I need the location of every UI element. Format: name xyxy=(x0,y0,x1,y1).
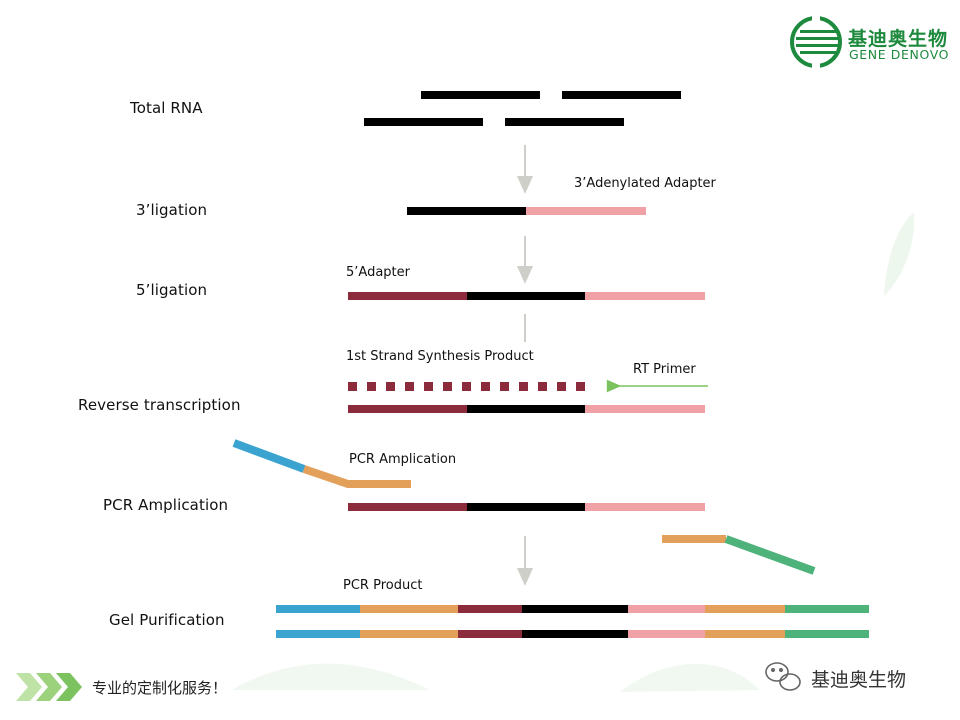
rna-segment xyxy=(467,503,585,511)
first-strand-dashed-product xyxy=(348,382,585,391)
footer-slogan: 专业的定制化服务！ xyxy=(92,679,228,697)
rna-fragment xyxy=(421,91,540,99)
pcr-forward-primer-orange xyxy=(302,465,411,488)
step-label-total-rna: Total RNA xyxy=(130,99,203,117)
pcr-product-strand xyxy=(276,605,869,613)
rna-fragment xyxy=(505,118,624,126)
annotation-pcr-amplication: PCR Amplication xyxy=(349,452,457,467)
background-watermark-decoration xyxy=(232,663,430,690)
wechat-icon xyxy=(765,662,801,691)
step-label-gel-purification: Gel Purification xyxy=(109,611,225,629)
rna-segment xyxy=(407,207,526,215)
step-label-pcr-amplication: PCR Amplication xyxy=(103,496,229,514)
adapter3-segment xyxy=(585,503,705,511)
adapter5-segment xyxy=(348,405,467,413)
step-label-5-ligation: 5’ligation xyxy=(136,281,208,299)
logo-name-en: GENE DENOVO xyxy=(849,47,950,62)
pcr-product-strand xyxy=(276,630,869,638)
annotation-rt-primer: RT Primer xyxy=(633,362,696,377)
adapter3-segment xyxy=(585,405,705,413)
annotation-pcr-product: PCR Product xyxy=(343,578,423,593)
footer-wechat-account: 基迪奥生物 xyxy=(811,669,907,691)
logo-name-cn: 基迪奥生物 xyxy=(848,28,949,50)
annotation-5-adapter: 5’Adapter xyxy=(346,265,410,280)
annotation-3-adenylated-adapter: 3’Adenylated Adapter xyxy=(574,176,716,191)
step-label-reverse-transcription: Reverse transcription xyxy=(78,396,241,414)
adapter3-segment xyxy=(585,292,705,300)
annotation-first-strand-product: 1st Strand Synthesis Product xyxy=(346,349,534,364)
adapter3-segment xyxy=(526,207,646,215)
step-label-3-ligation: 3’ligation xyxy=(136,201,208,219)
rna-fragment xyxy=(562,91,681,99)
pcr-reverse-primer-green-tail xyxy=(724,535,816,575)
rna-segment xyxy=(467,292,585,300)
background-leaf-decoration xyxy=(884,212,915,296)
pcr-forward-primer-blue-tail xyxy=(232,439,306,473)
adapter5-segment xyxy=(348,503,467,511)
adapter5-segment xyxy=(348,292,467,300)
footer-chevron-icon xyxy=(16,673,82,701)
rna-fragment xyxy=(364,118,483,126)
background-watermark-decoration xyxy=(620,663,760,692)
rna-segment xyxy=(467,405,585,413)
gene-denovo-logo-icon xyxy=(790,14,842,70)
